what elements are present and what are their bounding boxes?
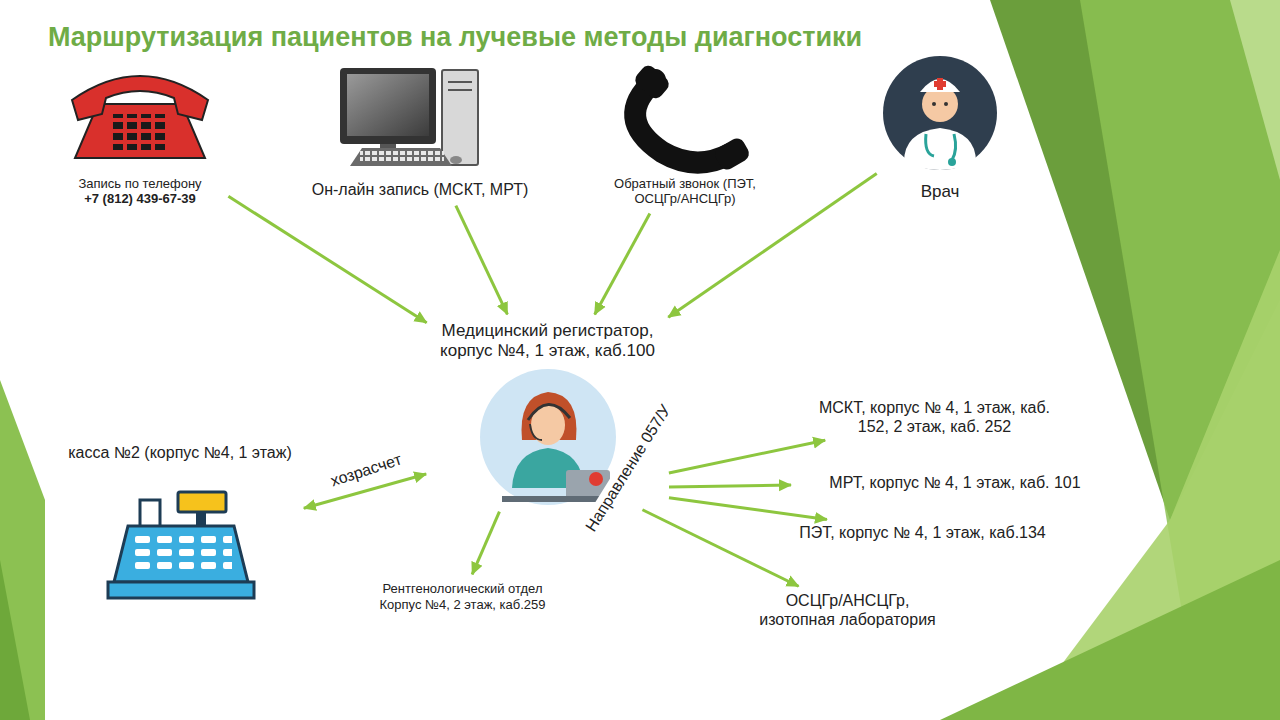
handset-ear [632, 63, 672, 102]
decor-band [940, 560, 1280, 720]
flow-arrow [669, 440, 825, 473]
register-display [178, 492, 226, 512]
headset [528, 404, 570, 420]
node-text: МРТ, корпус № 4, 1 этаж, каб. 101 [829, 473, 1080, 492]
doctor-cap [920, 79, 960, 92]
mouse [450, 156, 462, 164]
station-label: Обратный звонок (ПЭТ, ОСЦГр/АНСЦГр) [595, 65, 775, 210]
doctor-eye [932, 102, 936, 106]
stethoscope [926, 134, 956, 160]
node-text: Запись по телефону [78, 176, 201, 192]
node-text: Обратный звонок (ПЭТ, ОСЦГр/АНСЦГр) [598, 176, 772, 207]
doctor-coat [904, 128, 976, 170]
node-text: ПЭТ, корпус № 4, 1 этаж, каб.134 [799, 523, 1046, 542]
cap-cross [934, 81, 946, 87]
register-keys [132, 534, 232, 574]
registrar-icon [480, 369, 616, 505]
register-receipt [140, 500, 160, 528]
stethoscope [948, 158, 956, 166]
node-subtext: +7 (812) 439-67-39 [84, 191, 196, 207]
doctor-icon [883, 56, 997, 170]
flow-arrow [228, 196, 426, 322]
station-label: ОСЦГр/АНСЦГр, изотопная лаборатория [745, 588, 950, 632]
decor-band [0, 560, 30, 720]
station-label: Он-лайн запись (МСКТ, МРТ) [290, 62, 550, 202]
pc-tower [442, 70, 478, 165]
handset-mouth [712, 136, 752, 173]
edge-label: хозрасчет [325, 449, 407, 492]
node-text: касса №2 (корпус №4, 1 этаж) [68, 443, 292, 462]
monitor [340, 68, 436, 144]
headset-mic [530, 424, 542, 440]
node-text: МСКТ, корпус № 4, 1 этаж, каб. 152, 2 эт… [815, 398, 1054, 436]
flow-arrow [642, 510, 798, 586]
doctor-eye [944, 102, 948, 106]
station-label: ПЭТ, корпус № 4, 1 этаж, каб.134 [770, 520, 1075, 545]
registrar-circle [480, 369, 616, 505]
station-label: Рентгенологический отдел Корпус №4, 2 эт… [360, 578, 565, 615]
node-text: Медицинский регистратор, корпус №4, 1 эт… [433, 321, 662, 362]
pc-drive [448, 89, 472, 91]
doctor-circle [883, 56, 997, 170]
station-label: касса №2 (корпус №4, 1 этаж) [60, 440, 300, 605]
phone-handset [72, 76, 208, 120]
station-label: Запись по телефону+7 (812) 439-67-39 [55, 70, 225, 210]
flow-arrow [669, 485, 791, 487]
register-post [196, 512, 206, 526]
node-text: Он-лайн запись (МСКТ, МРТ) [312, 180, 528, 199]
handset-icon [632, 63, 752, 173]
node-text: Рентгенологический отдел Корпус №4, 2 эт… [363, 581, 562, 612]
node-text: ОСЦГр/АНСЦГр, изотопная лаборатория [748, 591, 947, 629]
flow-arrow [669, 498, 827, 520]
cash-register-icon [108, 492, 254, 598]
computer-icon [340, 68, 478, 166]
keyboard [350, 148, 452, 166]
register-body [114, 526, 248, 582]
laptop-badge [589, 472, 603, 486]
flow-arrow [595, 214, 650, 315]
monitor-screen [347, 74, 429, 136]
decor-band [1230, 0, 1280, 180]
station-label: МРТ, корпус № 4, 1 этаж, каб. 101 [795, 470, 1115, 495]
decor-band [0, 380, 45, 720]
flow-arrow [472, 512, 499, 575]
phone-icon [72, 76, 208, 158]
node-text: Врач [921, 182, 960, 202]
phone-keypad [112, 114, 168, 150]
slide-title: Маршрутизация пациентов на лучевые метод… [48, 22, 862, 53]
keyboard-keys [360, 151, 444, 163]
flow-arrow [456, 206, 508, 315]
register-drawer [108, 582, 254, 598]
station-label: Врач [880, 55, 1000, 205]
pc-drive [448, 81, 472, 83]
station-label: МСКТ, корпус № 4, 1 этаж, каб. 152, 2 эт… [812, 395, 1057, 439]
